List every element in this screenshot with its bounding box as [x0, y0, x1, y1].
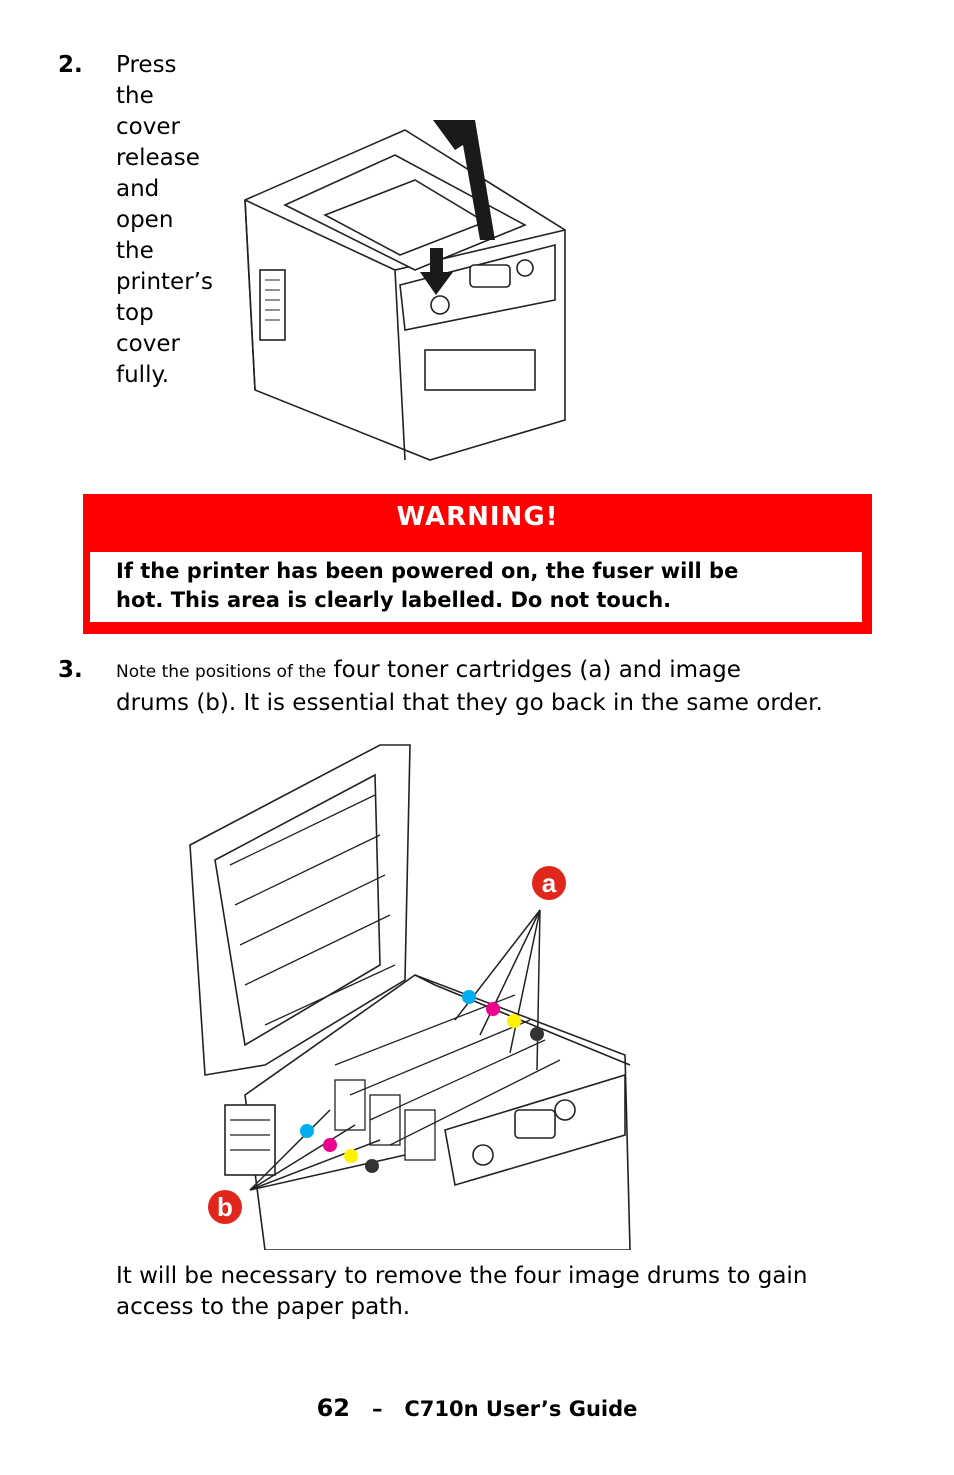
page-number: 62: [316, 1394, 351, 1422]
warning-text: If the printer has been powered on, the …: [116, 557, 738, 615]
step-text-line-2: drums (b). It is essential that they go …: [116, 690, 823, 716]
warning-line-2: hot. This area is clearly labelled. Do n…: [116, 588, 672, 612]
warning-line-1: If the printer has been powered on, the …: [116, 559, 739, 583]
step-text-line-1: four toner cartridges (a) and image: [326, 657, 741, 683]
guide-title: C710n User’s Guide: [404, 1397, 638, 1421]
warning-title: WARNING!: [396, 502, 559, 532]
cyan-toner-dot: [462, 990, 476, 1004]
callout-a-label: a: [542, 868, 557, 898]
magenta-drum-dot: [323, 1138, 337, 1152]
step-text-small: Note the positions of the: [116, 662, 327, 682]
step-number: 3.: [58, 657, 83, 683]
printer-cover-open-illustration: [244, 120, 566, 461]
printer-open-toner-drums-illustration: a b: [189, 744, 631, 1250]
black-drum-dot: [365, 1159, 379, 1173]
yellow-toner-dot: [507, 1014, 521, 1028]
closing-line-2: access to the paper path.: [116, 1294, 411, 1320]
footer-separator: –: [371, 1397, 383, 1421]
warning-box: WARNING! If the printer has been powered…: [83, 494, 872, 634]
warning-body: If the printer has been powered on, the …: [90, 552, 862, 622]
cyan-drum-dot: [300, 1124, 314, 1138]
page-footer: 62 – C710n User’s Guide: [0, 1394, 954, 1422]
step-number: 2.: [58, 52, 83, 78]
step-text: Press the cover release and open the pri…: [116, 52, 213, 388]
callout-b-label: b: [217, 1192, 233, 1222]
black-toner-dot: [530, 1027, 544, 1041]
step-text: Note the positions of the four toner car…: [116, 655, 823, 719]
callout-b-badge: [208, 1190, 242, 1224]
callout-a-badge: [532, 866, 566, 900]
magenta-toner-dot: [486, 1002, 500, 1016]
yellow-drum-dot: [344, 1149, 358, 1163]
closing-line-1: It will be necessary to remove the four …: [116, 1263, 808, 1289]
